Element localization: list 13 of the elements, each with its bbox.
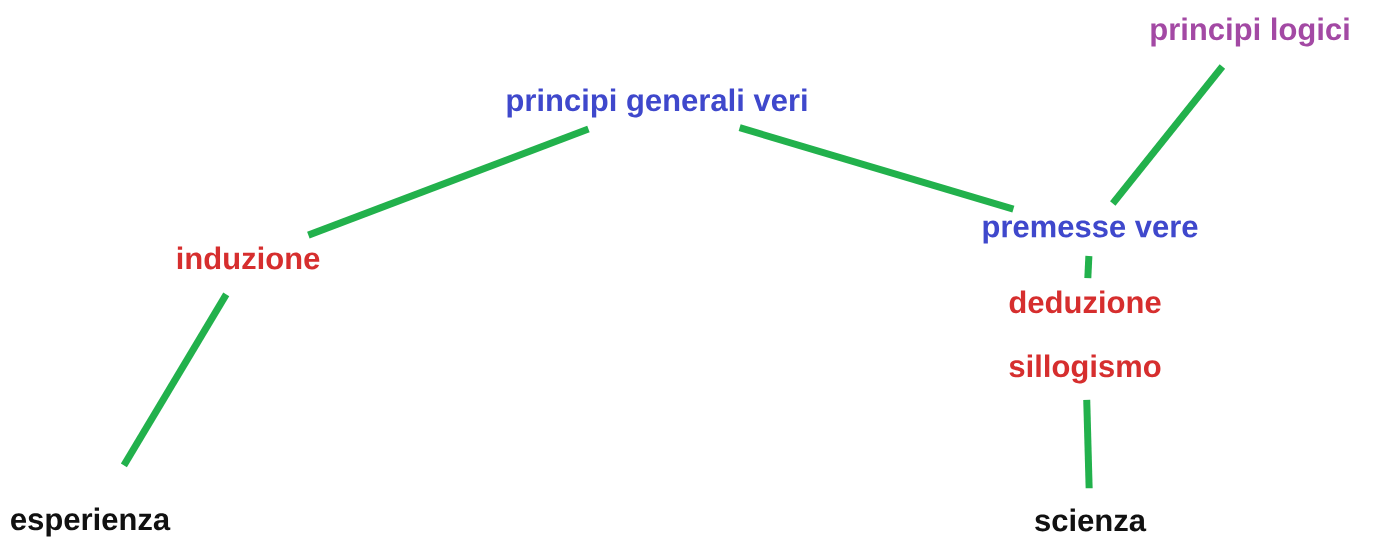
- connector-line: [1110, 64, 1226, 206]
- text-label: scienza: [1035, 508, 1147, 532]
- connector-line: [307, 125, 590, 239]
- connector-line: [1084, 255, 1093, 279]
- connector-line: [120, 292, 230, 468]
- text-label: principi logici: [1151, 17, 1349, 47]
- text-label: esperienza: [11, 507, 171, 537]
- text-label: induzione: [177, 246, 320, 270]
- connector-line: [738, 124, 1015, 213]
- text-label: deduzione sillogismo: [1009, 290, 1161, 384]
- connector-line: [1083, 399, 1093, 489]
- text-label: premesse vere: [983, 220, 1198, 244]
- text-label: principi generali veri: [507, 88, 807, 118]
